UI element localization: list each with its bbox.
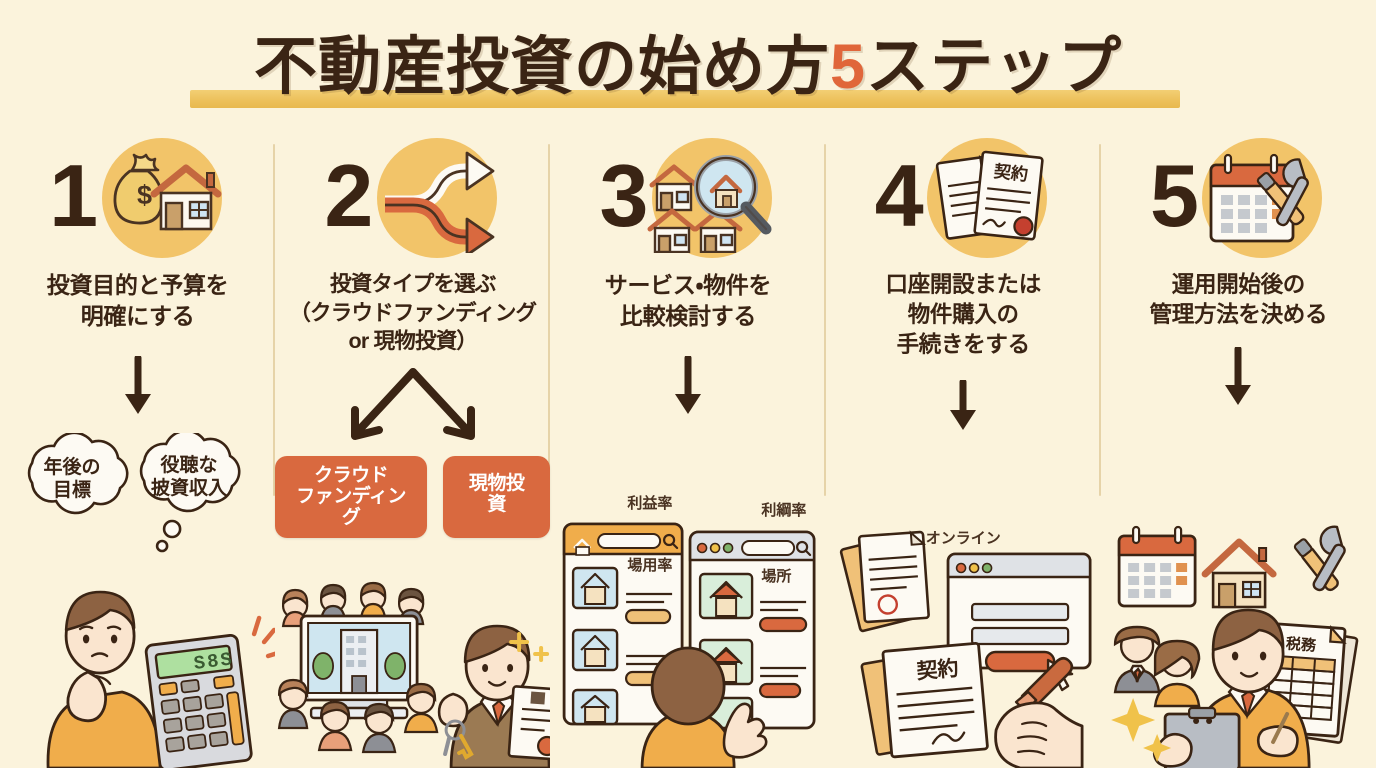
comparison-screens-scene [563,522,816,768]
calendar-with-tools-icon [1195,143,1327,253]
tag-physical-investment[interactable]: 現物投資 [442,455,551,538]
svg-text:$: $ [137,180,152,210]
column-divider [1098,144,1101,496]
svg-text:契約: 契約 [993,161,1029,184]
step-4-arrow [826,360,1101,452]
step-number-2: 2 [324,146,374,245]
left-panel-label-2: 場用率 [627,557,673,575]
title-number: 5 [829,31,867,102]
step-column-5: 5 [1101,132,1376,768]
step-1-arrow [0,341,275,433]
contract-documents-icon: 契約 [920,143,1052,253]
title-suffix: ステップ [866,31,1123,102]
step-1-header: 1 $ [0,132,275,264]
title-prefix: 不動産投資の始め方 [253,31,830,102]
step-3-illustration: 利益率 場用率 利綱率 場所 [550,433,825,768]
tag-crowdfunding[interactable]: クラウド ファンディング [275,455,427,538]
online-form-label: オンライン [925,529,1001,547]
thought-bubble-1-text: 年後の 目標 [43,457,101,501]
contract-signing-scene: 契約 [839,530,1092,768]
step-2-caption: 投資タイプを選ぶ （クラウドファンディング or 現物投資） [289,272,537,354]
step-3-caption: サービス・物件を 比較検討する [604,272,772,329]
step-number-3: 3 [599,146,649,245]
crowdfunding-and-agent-scene [278,581,551,768]
right-panel-label-1: 利綱率 [761,502,807,520]
page-title: 不動産投資の始め方5ステップ [0,24,1376,110]
step-number-1: 1 [49,146,99,245]
investment-type-tags: クラウド ファンディング 現物投資 [275,455,551,538]
person-with-calculator: S8S [46,590,276,768]
thought-bubble-2-text: 役聴な 披資収入 [150,455,227,499]
svg-text:S8S: S8S [193,648,236,675]
step-number-4: 4 [874,146,924,245]
step-column-4: 4 契約 [826,132,1101,768]
property-management-scene: 税務 [1110,525,1359,768]
column-divider [823,144,826,496]
svg-text:税務: 税務 [1285,635,1317,655]
step-1-illustration: 年後の 目標 役聴な 披資収入 [0,433,276,768]
step-2-header: 2 [275,132,550,264]
step-3-arrow [550,341,825,433]
step-1-caption: 投資目的と予算を 明確にする [46,272,229,329]
step-4-header: 4 契約 [826,132,1101,264]
step-column-2: 2 投資タイプを選ぶ （クラウドファンディング or 現物投資） [275,132,551,768]
step-5-caption: 運用開始後の 管理方法を決める [1149,272,1328,327]
left-panel-label-1: 利益率 [627,495,673,513]
step-2-arrow [275,358,550,450]
page-title-text: 不動産投資の始め方5ステップ [254,35,1122,99]
step-column-1: 1 $ [0,132,276,768]
houses-with-magnifier-icon [644,143,776,253]
right-panel-label-2: 場所 [761,568,792,586]
step-4-caption: 口座開設または 物件購入の 手続きをする [885,272,1042,357]
thought-bubbles: 年後の 目標 役聴な 披資収入 [0,433,275,553]
step-5-header: 5 [1101,132,1376,264]
step-5-arrow [1101,332,1376,424]
branching-arrows-icon [369,143,501,253]
title-highlight-band [190,90,1180,108]
step-5-illustration: 税務 [1101,424,1376,768]
step-2-illustration: クラウド ファンディング 現物投資 [275,450,551,768]
step-column-3: 3 [550,132,826,768]
svg-text:契約: 契約 [915,656,959,684]
step-3-header: 3 [550,132,825,264]
steps-row: 1 $ [0,132,1376,768]
column-divider [273,144,276,496]
step-4-illustration: 契約 オンライン [826,452,1101,768]
column-divider [548,144,551,496]
step-number-5: 5 [1149,146,1199,245]
money-bag-and-house-icon: $ [94,143,226,253]
